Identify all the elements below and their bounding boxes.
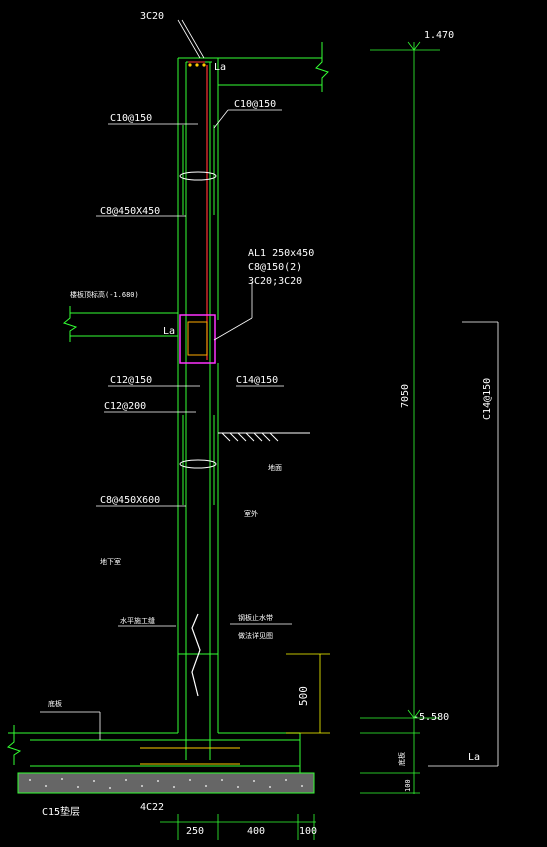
label-dim-100-right: 100 [404, 779, 412, 792]
label-la-beam: La [163, 326, 175, 337]
label-c10-right: C10@150 [234, 99, 276, 110]
label-dim-100: 100 [299, 826, 317, 837]
label-dim-7050: 7050 [400, 384, 411, 408]
c14-bracket [428, 321, 499, 767]
label-dim-250: 250 [186, 826, 204, 837]
label-la-right: La [468, 752, 480, 763]
label-la-top: La [214, 62, 226, 73]
label-beam-line1: AL1 250x450 [248, 248, 314, 259]
cushion-dots [29, 778, 303, 789]
label-bottom-bars: 4C22 [140, 802, 164, 813]
bottom-rebar [140, 747, 240, 765]
label-c10-left: C10@150 [110, 113, 152, 124]
dim-500 [286, 653, 330, 734]
label-c12-left: C12@150 [110, 375, 152, 386]
waterstop [191, 613, 201, 697]
label-beam-line3: 3C20;3C20 [248, 276, 302, 287]
label-floor: 底板 [48, 699, 62, 708]
wall-outline [6, 42, 329, 774]
label-slab-level: 楼板顶标高(-1.680) [70, 290, 139, 299]
label-ground: 地面 [268, 463, 282, 472]
label-waterproof-left: 水平施工缝 [120, 616, 155, 625]
label-tie-upper: C8@450X450 [100, 206, 160, 217]
top-bar-dots [188, 63, 206, 67]
label-waterproof-right1: 钢板止水带 [238, 613, 273, 622]
label-elev-top: 1.470 [424, 30, 454, 41]
tie-hooks [179, 171, 217, 469]
label-elev-bottom: -5.580 [413, 712, 449, 723]
label-c12-200: C12@200 [104, 401, 146, 412]
rebar-lines [30, 61, 300, 767]
label-foundation: 底板 [397, 752, 406, 766]
bottom-dims [160, 814, 316, 840]
label-top-bars: 3C20 [140, 11, 164, 22]
label-dim-500: 500 [297, 686, 310, 706]
label-c14-right: C14@150 [236, 375, 278, 386]
label-waterproof-right2: 做法详见图 [238, 631, 273, 640]
ground-line [218, 432, 310, 442]
label-basement: 地下室 [100, 557, 121, 566]
beam-al1-inner [187, 321, 208, 356]
label-c14-vertical: C14@150 [482, 378, 493, 420]
label-beam-line2: C8@150(2) [248, 262, 302, 273]
label-tie-lower: C8@450X600 [100, 495, 160, 506]
label-dim-400: 400 [247, 826, 265, 837]
cushion-layer [17, 772, 315, 794]
leaders [40, 19, 292, 740]
right-dims [360, 41, 440, 794]
label-outdoor: 室外 [244, 509, 258, 518]
label-c15: C15垫层 [42, 805, 80, 818]
